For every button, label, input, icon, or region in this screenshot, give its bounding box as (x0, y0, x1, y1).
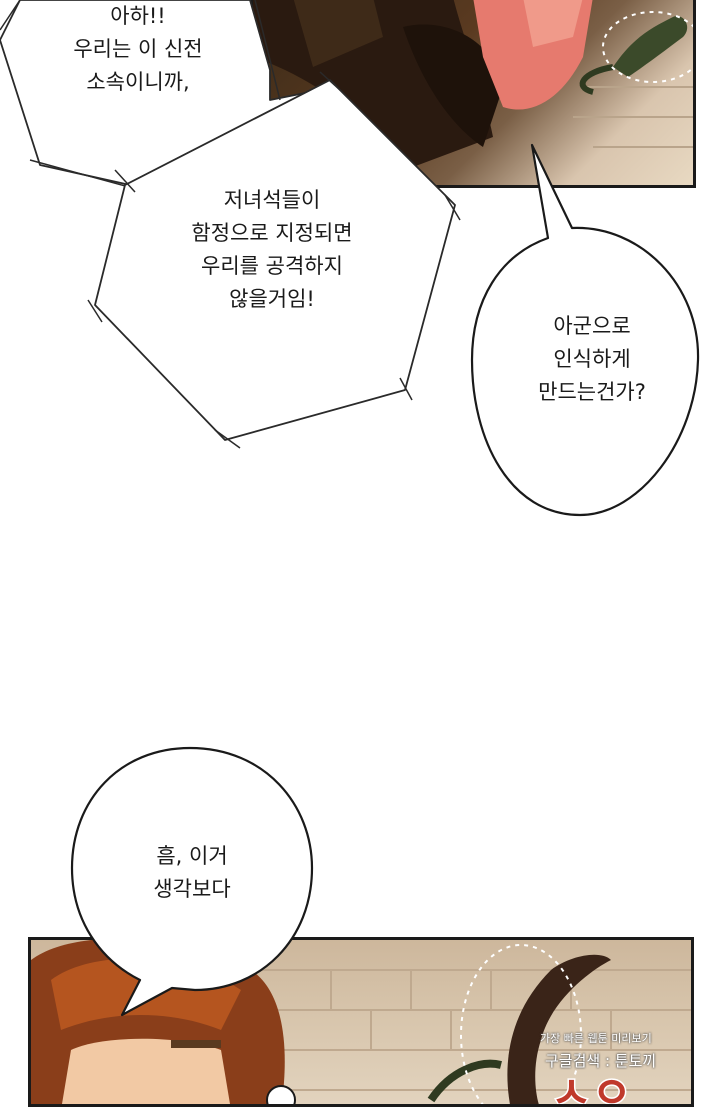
bottom-manga-panel: ㅅㅇ (28, 937, 694, 1107)
watermark-line2: 구글검색 : 툰토끼 (545, 1052, 657, 1070)
bottom-panel-art: ㅅㅇ (31, 940, 691, 1104)
top-panel-art (253, 0, 693, 167)
watermark-line1: 가장 빠른 웹툰 미리보기 (540, 1032, 652, 1045)
bottom-bubble-shape (70, 746, 314, 1017)
right-bubble-text: 아군으로 인식하게 만드는건가? (538, 314, 646, 404)
right-bubble-shape (470, 143, 700, 517)
bottom-bubble-text: 흠, 이거 생각보다 (153, 844, 231, 901)
spiky-bubble-text: 저녀석들이 함정으로 지정되면 우리를 공격하지 않을거임! (191, 188, 353, 311)
top-left-bubble-text: 아하!! 우리는 이 신전 소속이니까, (73, 4, 203, 94)
